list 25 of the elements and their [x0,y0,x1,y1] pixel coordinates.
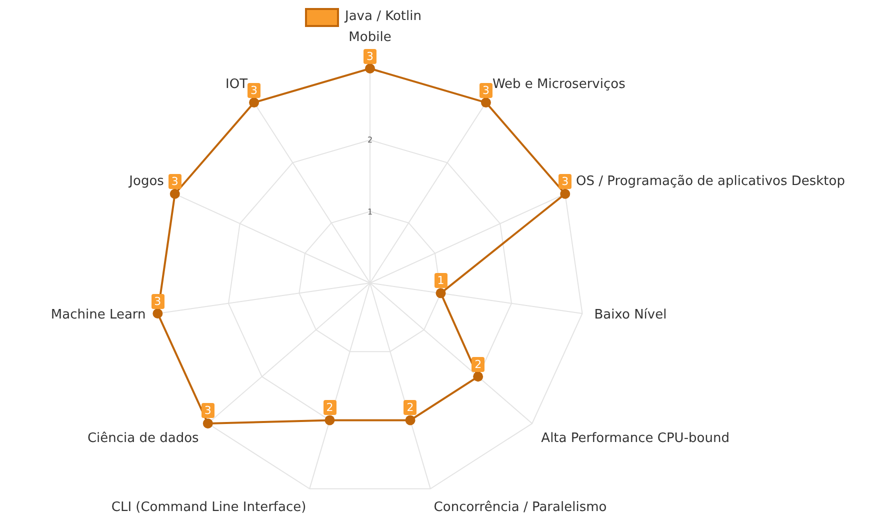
axis-label: Concorrência / Paralelismo [434,500,607,516]
axis-label: CLI (Command Line Interface) [111,500,306,516]
axis-label: Mobile [348,30,392,44]
value-badge: 2 [404,400,417,416]
tick-label: 2 [367,136,373,144]
axis-label: Ciência de dados [87,431,199,446]
axis-label: Machine Learn [50,308,146,323]
axis-label: Jogos [129,174,164,189]
value-badge: 3 [558,174,572,189]
legend-label: Java / Kotlin [345,9,422,24]
value-badge: 3 [248,82,261,98]
value-badge: 2 [323,400,336,416]
axis-label: IOT [226,77,248,92]
value-badge: 3 [479,82,492,98]
value-badge: 3 [151,294,164,309]
axis-label: Baixo Nível [594,308,667,323]
tick-label: 1 [367,207,373,216]
value-badge: 3 [364,48,376,64]
axis-label: OS / Programação de aplicativos Desktop [576,174,845,189]
value-badge: 1 [434,273,448,288]
value-badge: 2 [472,356,485,372]
value-badge: 3 [201,403,214,418]
axis-label: Web e Microserviços [492,77,626,92]
axis-label: Alta Performance CPU-bound [541,431,730,446]
value-badge: 3 [168,174,182,189]
